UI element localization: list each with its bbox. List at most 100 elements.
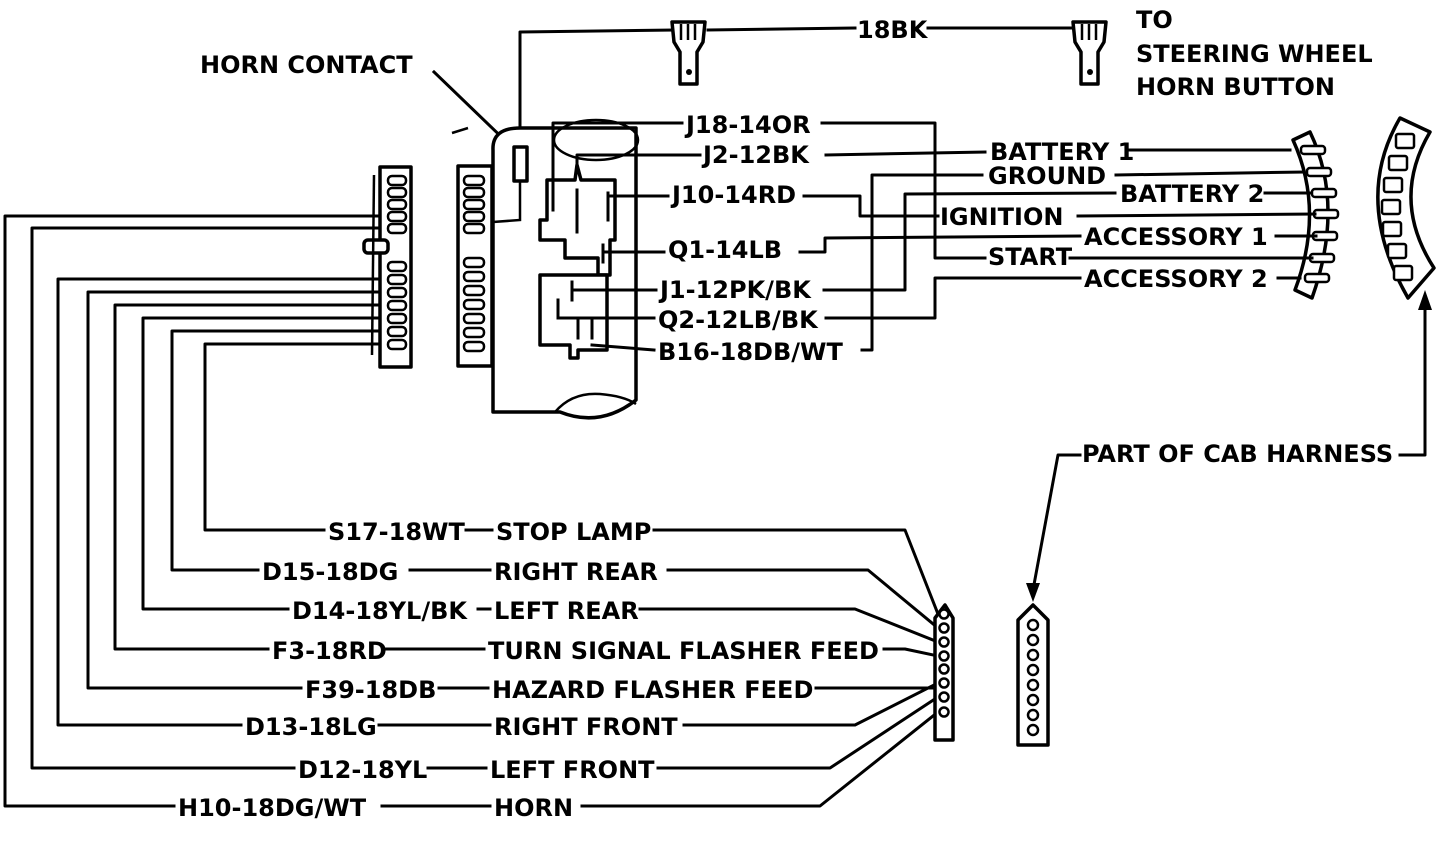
ignition-socket-cavity: [1381, 220, 1403, 238]
arrow-up-icon: [1418, 290, 1432, 310]
turn-signal-wire-left: [113, 303, 382, 651]
ignition-terminal-label: IGNITION: [940, 203, 1063, 231]
horn-contact-icon: [512, 145, 529, 183]
turn-signal-harness-pin: [938, 636, 950, 648]
ignition-wire-column-segment: [575, 153, 702, 167]
turn-signal-wire-right: [638, 607, 940, 644]
ignition-wire-route: [820, 121, 987, 260]
turn-signal-wire-code-label: F3-18RD: [272, 637, 387, 665]
ignition-socket-cavity: [1387, 154, 1409, 172]
turn-signal-wire-code-label: D12-18YL: [298, 756, 427, 784]
ignition-wire-route: [824, 276, 1082, 320]
horn-terminal-left-icon: [670, 20, 707, 86]
horn-circuit: 18BK TO STEERING WHEEL HORN BUTTON: [518, 6, 1373, 152]
turn-signal-connector-pin: [386, 325, 408, 338]
column-connector-pin: [462, 186, 486, 199]
turn-signal-connector-pin: [386, 312, 408, 325]
turn-signal-wire-code-label: S17-18WT: [328, 518, 466, 546]
ignition-terminal-label: GROUND: [988, 162, 1106, 190]
turn-signal-function-label: LEFT REAR: [494, 597, 639, 625]
ignition-socket-cavity: [1392, 264, 1414, 282]
turn-signal-function-label: HAZARD FLASHER FEED: [492, 676, 813, 704]
horn-wire-label: 18BK: [857, 16, 929, 44]
turn-signal-wires: [3, 214, 941, 808]
turn-signal-harness-pin: [938, 706, 950, 718]
ignition-connector-slot: [1308, 252, 1336, 264]
horn-button-label-line1: TO: [1136, 6, 1173, 34]
horn-terminal-right-icon: [1071, 20, 1108, 86]
ignition-connector-slot: [1299, 144, 1327, 156]
cab-harness-leader-right: [1398, 303, 1427, 457]
turn-signal-wire-left: [203, 342, 382, 532]
turn-signal-wire-right: [814, 667, 940, 690]
ignition-socket-cavity: [1382, 176, 1404, 194]
column-connector-pin: [462, 210, 486, 223]
column-connector-pin: [462, 198, 486, 211]
cab-harness-pin: [1026, 708, 1040, 722]
ignition-connector: [1291, 116, 1436, 457]
turn-signal-harness-connector: [933, 603, 955, 742]
cab-harness-pin: [1026, 678, 1040, 692]
horn-contact-label: HORN CONTACT: [200, 51, 413, 79]
turn-signal-function-label: RIGHT REAR: [494, 558, 658, 586]
cab-harness-leader-left: [1031, 453, 1082, 592]
ignition-wire-column-segment: [551, 121, 684, 190]
ignition-connector-slot: [1305, 166, 1333, 178]
ignition-wire-route: [802, 194, 940, 218]
ignition-wire-column-segment: [590, 343, 656, 352]
ignition-connector-slot: [1312, 208, 1340, 220]
cab-harness-pin: [1026, 633, 1040, 647]
ignition-wire-labels: J18-14ORJ2-12BKJ10-14RDQ1-14LBJ1-12PK/BK…: [658, 111, 844, 366]
turn-signal-wire-code-label: D14-18YL/BK: [292, 597, 468, 625]
steering-column: [456, 118, 640, 420]
ignition-wire-route: [822, 191, 1117, 292]
ignition-wire-code-label: J10-14RD: [670, 181, 796, 209]
ignition-terminal-label: BATTERY 2: [1120, 180, 1264, 208]
turn-signal-wire-left: [30, 226, 382, 770]
cab-harness-pin: [1026, 648, 1040, 662]
turn-signal-harness-pin: [938, 608, 950, 620]
turn-signal-harness-pin: [938, 622, 950, 634]
ignition-terminal-leader: [1114, 170, 1306, 177]
turn-signal-wire-right: [652, 528, 940, 616]
cab-harness-label: PART OF CAB HARNESS: [1082, 440, 1393, 468]
ignition-wire-route: [860, 173, 984, 352]
cab-harness-pin: [1026, 723, 1040, 737]
ignition-socket-cavity: [1380, 198, 1402, 216]
ignition-socket-cavity: [1386, 242, 1408, 260]
ignition-socket-cavity: [1394, 132, 1416, 150]
turn-signal-wire-code-label: D15-18DG: [262, 558, 398, 586]
turn-signal-function-label: LEFT FRONT: [490, 756, 655, 784]
turn-signal-wire-right: [882, 647, 940, 658]
turn-signal-harness-pin: [938, 650, 950, 662]
turn-signal-wire-right: [580, 709, 941, 808]
turn-signal-wire-left: [56, 277, 382, 727]
column-connector-pin: [462, 326, 486, 339]
turn-signal-connector-pin: [386, 299, 408, 312]
column-connector-pin: [462, 270, 486, 283]
ignition-terminal-label: BATTERY 1: [990, 138, 1134, 166]
turn-signal-harness-pin: [938, 691, 950, 703]
column-connector-pin: [462, 222, 486, 235]
arrow-down-icon: [1026, 583, 1040, 602]
ignition-terminal-leader: [1076, 212, 1317, 218]
turn-signal-harness-pin: [938, 677, 950, 689]
turn-signal-wire-right: [656, 694, 941, 770]
ignition-wire-code-label: J1-12PK/BK: [658, 276, 812, 304]
turn-signal-wire-right: [682, 680, 941, 727]
horn-button-label-line3: HORN BUTTON: [1136, 73, 1335, 101]
column-connector-pin: [462, 284, 486, 297]
turn-signal-wire-right: [666, 568, 941, 631]
column-connector-pin: [462, 298, 486, 311]
column-connector-pin: [462, 340, 486, 353]
turn-signal-wire-code-label: H10-18DG/WT: [178, 794, 367, 822]
ignition-wire-code-label: J18-14OR: [684, 111, 811, 139]
turn-signal-connector-pin: [386, 174, 408, 187]
column-connector-pin: [462, 312, 486, 325]
cab-harness-connector: [1016, 603, 1050, 747]
turn-signal-function-label: HORN: [494, 794, 573, 822]
turn-signal-wire-left: [86, 290, 382, 690]
